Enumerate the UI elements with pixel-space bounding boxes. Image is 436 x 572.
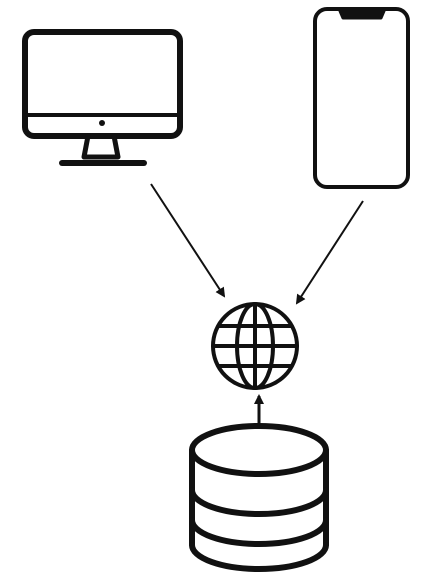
- arrow-desktop-to-internet: [150, 183, 226, 298]
- globe-icon: [211, 302, 299, 390]
- database-icon: [189, 423, 329, 572]
- arrow-phone-to-internet: [295, 200, 364, 305]
- desktop-monitor-icon: [22, 29, 183, 166]
- smartphone-icon: [313, 7, 410, 189]
